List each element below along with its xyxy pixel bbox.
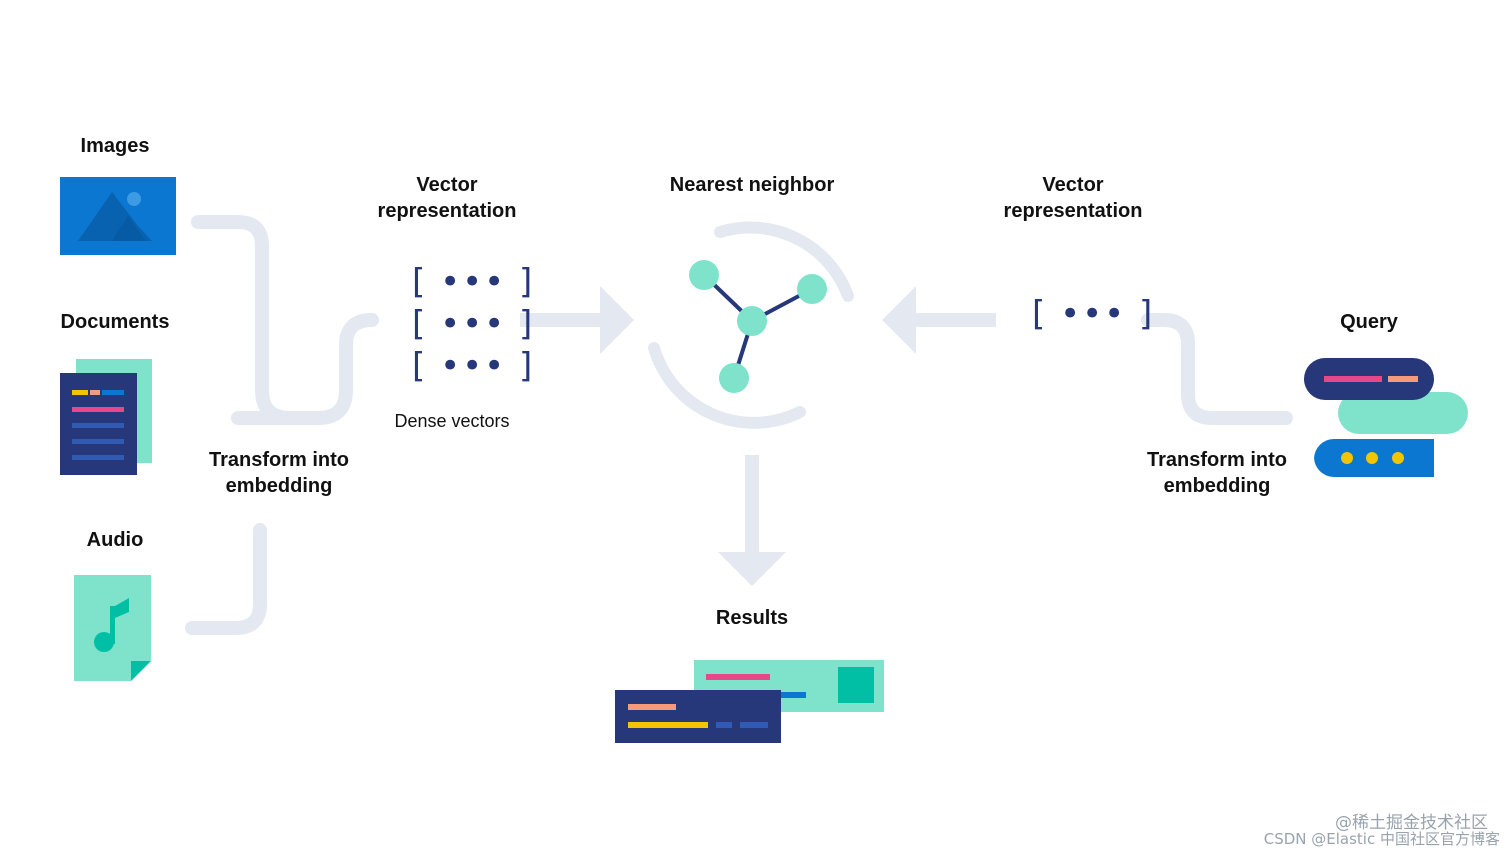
- audio-label: Audio: [86, 529, 144, 551]
- transform-right-label: Transform into embedding: [1128, 447, 1306, 499]
- arrow-to-results: [718, 455, 786, 586]
- query-vector-row: [ ••• ]: [1032, 294, 1155, 334]
- neighbor-node-center: [737, 306, 767, 336]
- images-label: Images: [80, 135, 150, 157]
- query-icon: [1304, 358, 1468, 477]
- vector-left-line2: representation: [377, 200, 517, 222]
- transform-right-line2: embedding: [1163, 475, 1271, 497]
- image-icon: [60, 177, 176, 255]
- neighbor-node-bottom: [719, 363, 749, 393]
- connector-audio: [185, 523, 267, 635]
- connector-query: [1141, 313, 1293, 425]
- vector-right-line1: Vector: [1042, 174, 1104, 196]
- audio-icon: [74, 575, 151, 681]
- documents-label: Documents: [60, 311, 170, 333]
- vector-left-line1: Vector: [416, 174, 478, 196]
- dense-vector-row-2: [ ••• ]: [412, 304, 535, 344]
- transform-right-line1: Transform into: [1146, 449, 1287, 471]
- watermark-line1: @稀土掘金技术社区: [1335, 813, 1488, 833]
- connector-junction: [231, 313, 379, 425]
- neighbor-node-right: [797, 274, 827, 304]
- connector-images: [191, 215, 297, 425]
- transform-left-line2: embedding: [225, 475, 333, 497]
- neighbor-ring: [648, 221, 854, 429]
- results-label: Results: [715, 607, 789, 629]
- query-label: Query: [1340, 311, 1398, 333]
- transform-left-line1: Transform into: [208, 449, 349, 471]
- nearest-neighbor-label: Nearest neighbor: [669, 174, 835, 196]
- vector-left-label: Vector representation: [362, 172, 532, 224]
- document-icon: [60, 359, 152, 475]
- vector-right-line2: representation: [1003, 200, 1143, 222]
- dense-vector-row-3: [ ••• ]: [412, 346, 535, 386]
- neighbor-graph: [689, 260, 827, 393]
- neighbor-node-top-left: [689, 260, 719, 290]
- vector-right-label: Vector representation: [988, 172, 1158, 224]
- dense-vectors-label: Dense vectors: [394, 411, 510, 431]
- transform-left-label: Transform into embedding: [190, 447, 368, 499]
- arrow-from-query: [882, 286, 996, 354]
- results-icon: [615, 660, 884, 743]
- arrow-to-neighbor: [520, 286, 634, 354]
- watermark-line2: CSDN @Elastic 中国社区官方博客: [1263, 830, 1500, 848]
- dense-vector-row-1: [ ••• ]: [412, 262, 535, 302]
